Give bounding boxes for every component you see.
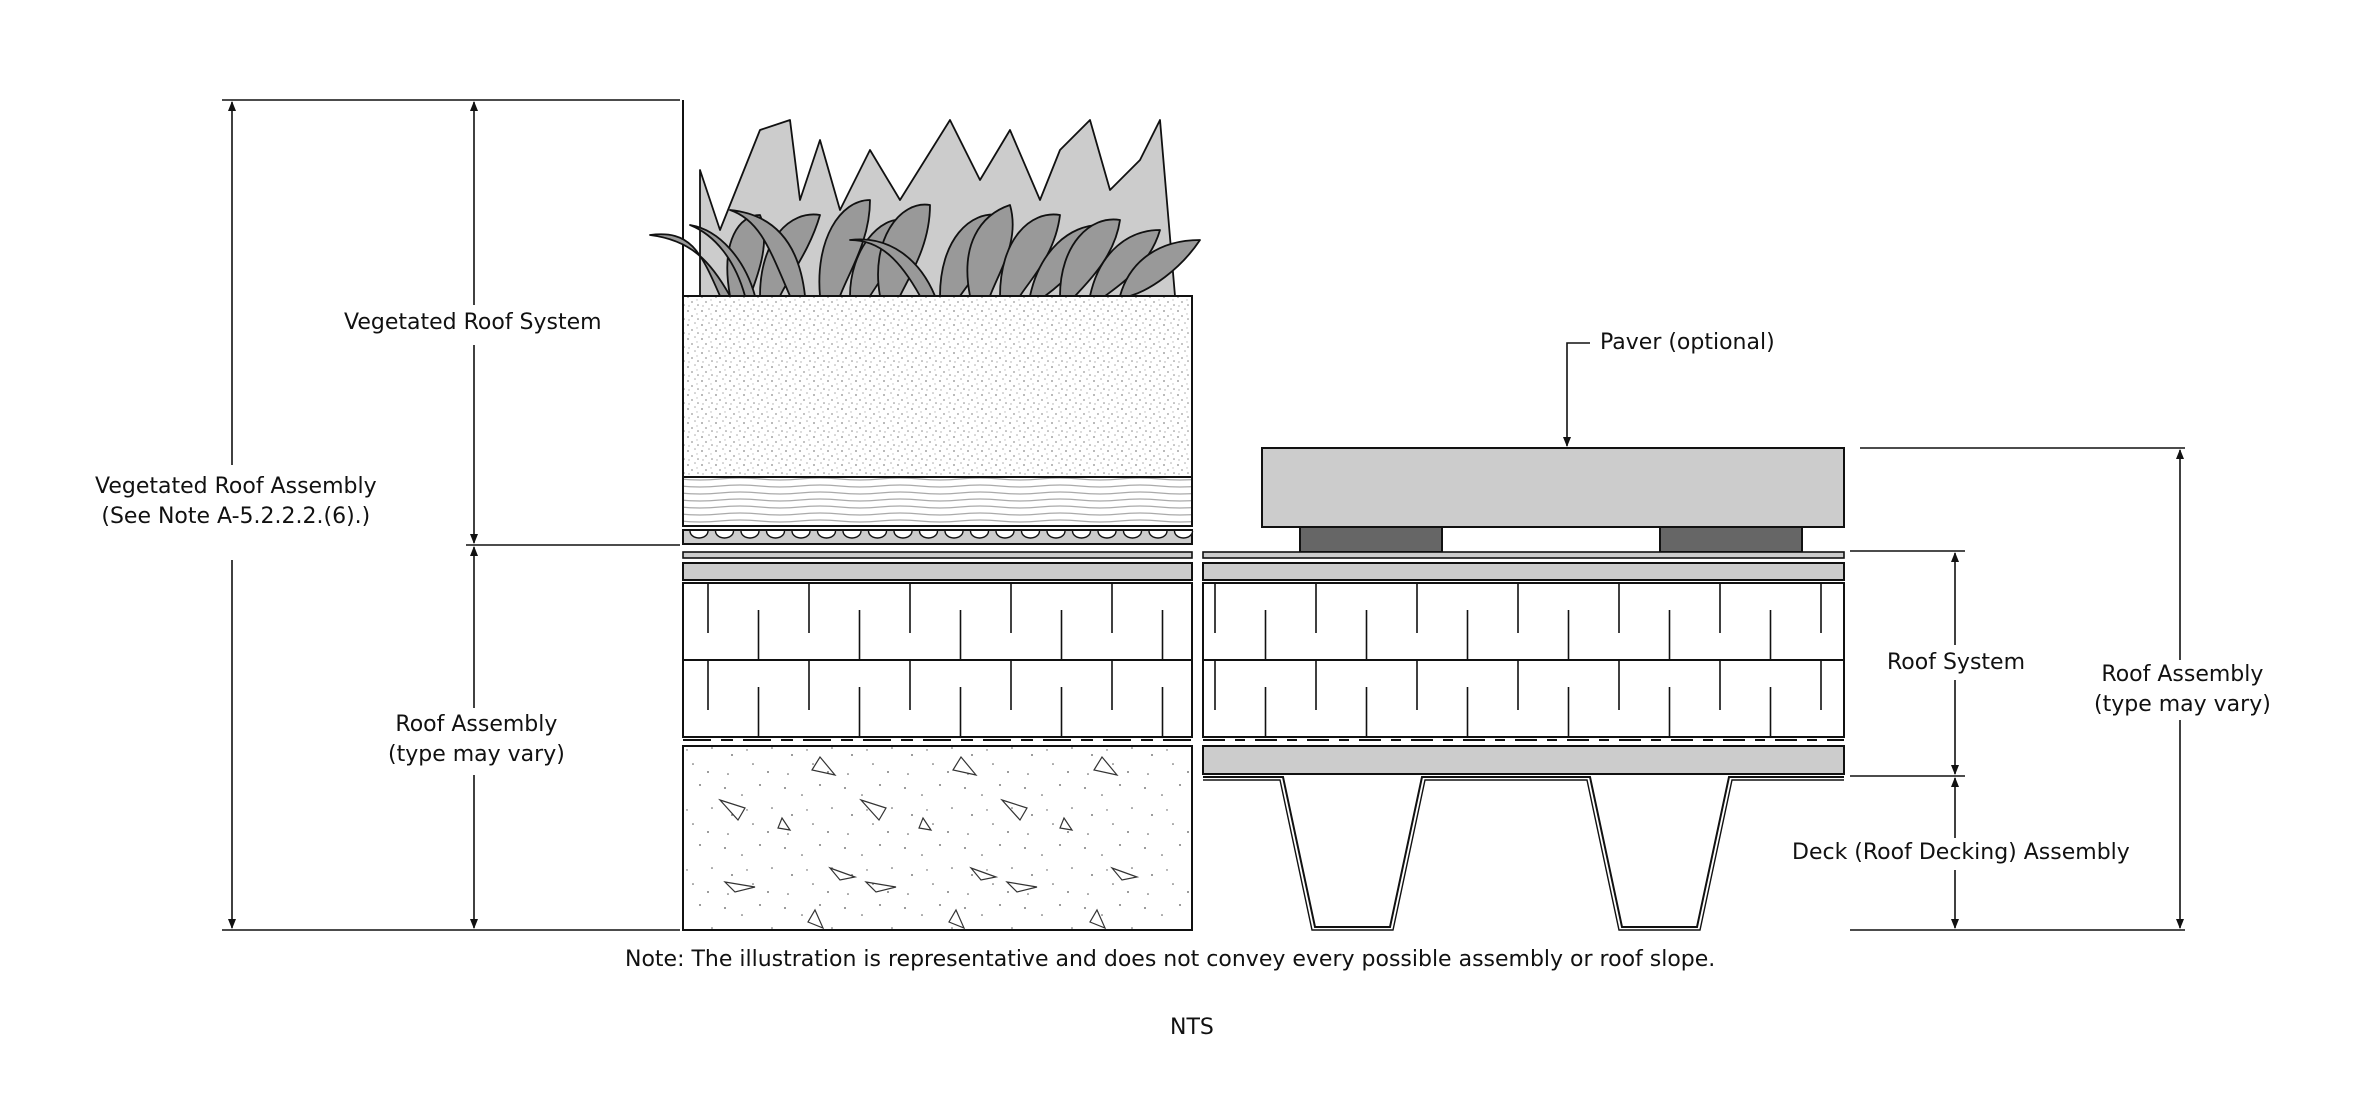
aggregate — [1093, 755, 1119, 776]
concrete-aggregates — [718, 755, 1140, 930]
filter-fabric-layer — [682, 476, 1193, 527]
label-paver: Paver (optional) — [1600, 328, 1775, 358]
insulation-board — [682, 659, 1193, 738]
drainage-bump — [1173, 530, 1194, 539]
drainage-bump — [1071, 530, 1092, 539]
aggregate — [718, 798, 746, 822]
drainage-bump — [791, 530, 811, 539]
label-vegetated-roof-system: Vegetated Roof System — [344, 308, 602, 338]
label-roof-assembly-right-line2: (type may vary) — [2094, 692, 2271, 717]
membrane-right — [1202, 551, 1845, 559]
drainage-bump — [1148, 530, 1168, 539]
label-vegetated-roof-assembly-line2: (See Note A-5.2.2.2.(6).) — [101, 504, 371, 529]
deck-board — [1202, 745, 1845, 775]
label-roof-assembly-left: Roof Assembly (type may vary) — [388, 710, 565, 770]
insulation-right — [1202, 582, 1845, 738]
aggregate — [952, 755, 978, 776]
drainage-bump — [1097, 530, 1117, 539]
label-roof-assembly-right: Roof Assembly (type may vary) — [2094, 660, 2271, 720]
drainage-bump — [893, 530, 913, 539]
steel-deck-profile — [1203, 776, 1844, 928]
conventional-roof-section — [1202, 447, 1845, 931]
label-deck-assembly: Deck (Roof Decking) Assembly — [1792, 838, 2130, 868]
aggregate — [918, 816, 933, 831]
pedestal-right — [1659, 526, 1803, 553]
aggregate — [807, 908, 825, 930]
drainage-bump — [1046, 530, 1066, 539]
steel-deck-profile-inner — [1203, 779, 1844, 931]
aggregate — [723, 881, 756, 893]
drainage-bump — [765, 530, 786, 539]
label-roof-assembly-right-line1: Roof Assembly — [2101, 662, 2264, 687]
pedestal-left — [1299, 526, 1443, 553]
aggregate — [859, 798, 887, 822]
illustration-note: Note: The illustration is representative… — [625, 945, 1716, 975]
aggregate — [1089, 908, 1107, 930]
drainage-bump — [867, 530, 888, 539]
vegetated-roof-section — [649, 100, 1201, 931]
drainage-bump — [1020, 530, 1041, 539]
insulation-board — [1202, 582, 1845, 661]
paver-leader-line — [1563, 342, 1590, 447]
drainage-bump — [1122, 530, 1143, 539]
drainage-bump — [995, 530, 1015, 539]
label-roof-system: Roof System — [1887, 648, 2025, 678]
aggregate — [948, 908, 966, 930]
drainage-bump — [842, 530, 862, 539]
aggregate — [1000, 798, 1028, 822]
aggregate — [1005, 881, 1038, 893]
left-dimensions — [222, 99, 680, 931]
aggregate — [777, 816, 792, 831]
aggregate — [811, 755, 837, 776]
drainage-bump — [969, 530, 990, 539]
aggregate — [969, 866, 999, 881]
drainage-bump — [816, 530, 837, 539]
label-vegetated-roof-assembly: Vegetated Roof Assembly (See Note A-5.2.… — [95, 472, 377, 532]
drainage-bumps — [689, 530, 1194, 539]
insulation-left — [682, 582, 1193, 738]
aggregate — [1059, 816, 1074, 831]
membrane-left — [682, 551, 1193, 559]
insulation-board — [682, 582, 1193, 661]
drainage-bump — [689, 530, 709, 539]
right-dimensions — [1563, 342, 2185, 931]
label-roof-assembly-left-line1: Roof Assembly — [395, 712, 558, 737]
paver — [1261, 447, 1845, 528]
aggregate — [864, 881, 897, 893]
cover-board-left — [682, 562, 1193, 581]
aggregate — [1110, 866, 1140, 881]
drainage-bump — [944, 530, 964, 539]
label-vegetated-roof-assembly-line1: Vegetated Roof Assembly — [95, 474, 377, 499]
aggregate — [828, 866, 858, 881]
cover-board-right — [1202, 562, 1845, 581]
growing-medium-layer — [682, 295, 1193, 478]
insulation-board — [1202, 659, 1845, 738]
concrete-deck-layer — [682, 745, 1193, 931]
drainage-bump — [740, 530, 760, 539]
label-roof-assembly-left-line2: (type may vary) — [388, 742, 565, 767]
plants-illustration — [649, 119, 1201, 297]
scale-label-nts: NTS — [1170, 1013, 1214, 1043]
drainage-bump — [714, 530, 735, 539]
drainage-bump — [918, 530, 939, 539]
